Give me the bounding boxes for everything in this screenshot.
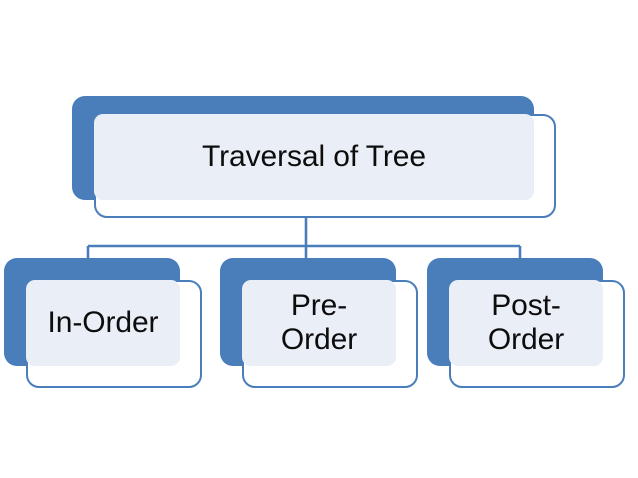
node-pre-order-fill-plate: Pre- Order bbox=[242, 280, 396, 366]
node-in-order-fill-plate: In-Order bbox=[26, 280, 180, 366]
node-root[interactable]: Traversal of Tree bbox=[72, 96, 556, 218]
node-post-order[interactable]: Post- Order bbox=[427, 258, 625, 388]
node-in-order-label: In-Order bbox=[47, 305, 159, 339]
node-pre-order-label: Pre- Order bbox=[280, 288, 358, 356]
node-post-order-fill-plate: Post- Order bbox=[449, 280, 603, 366]
node-root-label: Traversal of Tree bbox=[202, 139, 426, 173]
node-root-fill-plate: Traversal of Tree bbox=[94, 114, 534, 200]
node-post-order-label: Post- Order bbox=[487, 288, 565, 356]
node-pre-order[interactable]: Pre- Order bbox=[220, 258, 418, 388]
node-in-order[interactable]: In-Order bbox=[4, 258, 202, 388]
